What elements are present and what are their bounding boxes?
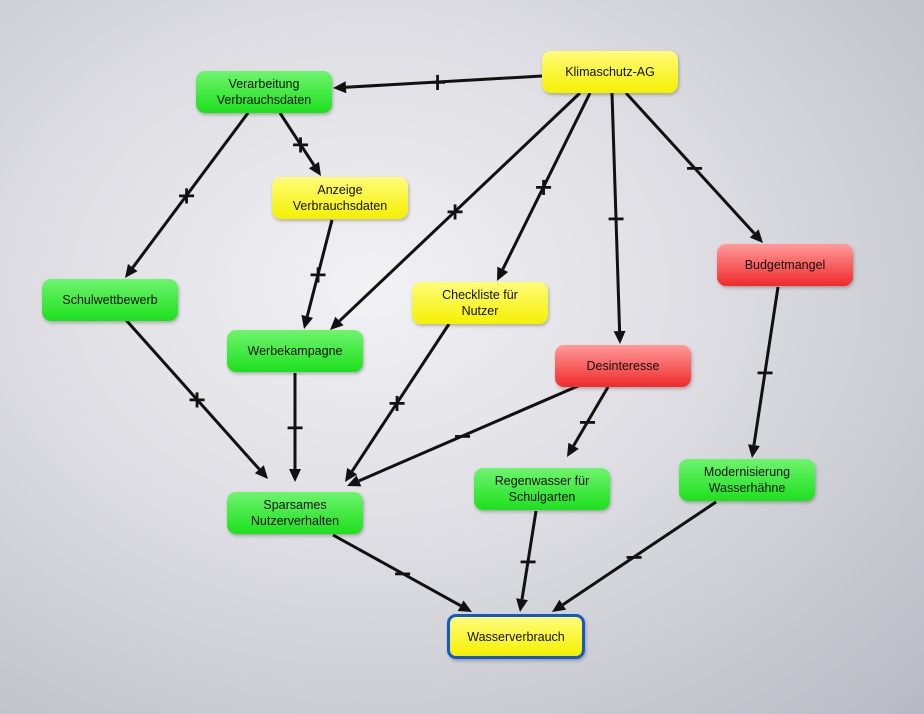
node-desinteresse[interactable]: Desinteresse (555, 345, 691, 387)
arrowhead-budgetmangel-to-modernisierung (748, 444, 760, 458)
edge-desinteresse-to-sparsames (358, 384, 579, 483)
edge-desinteresse-to-regenwasser (572, 386, 610, 447)
node-anzeige-verbrauchsdaten[interactable]: Anzeige Verbrauchsdaten (272, 177, 408, 219)
node-label: Werbekampagne (247, 344, 343, 358)
node-werbekampagne[interactable]: Werbekampagne (227, 330, 363, 372)
arrowhead-desinteresse-to-sparsames (347, 475, 362, 487)
edge-sign-anzeige-to-werbekampagne: + (308, 261, 328, 289)
edge-regenwasser-to-wasserverbrauch (520, 510, 538, 600)
node-checkliste-fuer-nutzer[interactable]: Checkliste für Nutzer (412, 282, 548, 324)
edge-klimaschutz-to-werbekampagne (338, 91, 582, 323)
edge-sign-klimaschutz-to-desinteresse: − (606, 205, 626, 233)
node-budgetmangel[interactable]: Budgetmangel (717, 244, 853, 286)
edge-klimaschutz-to-verarbeitung (345, 74, 543, 89)
edge-sign-budgetmangel-to-modernisierung: − (755, 359, 775, 387)
edge-verarbeitung-to-anzeige (278, 112, 316, 166)
edge-checkliste-to-sparsames (350, 323, 451, 472)
node-label: Modernisierung Wasserhähne (703, 465, 791, 495)
node-label: Anzeige Verbrauchsdaten (292, 183, 388, 213)
arrowhead-klimaschutz-to-checkliste (497, 266, 509, 281)
edge-sign-regenwasser-to-wasserverbrauch: − (518, 548, 538, 576)
node-label: Verarbeitung Verbrauchsdaten (216, 77, 312, 107)
edge-sign-verarbeitung-to-anzeige: + (290, 131, 310, 159)
edge-modernisierung-to-wasserverbrauch (561, 500, 717, 607)
edge-sign-werbekampagne-to-sparsames: + (285, 414, 305, 442)
edge-klimaschutz-to-budgetmangel (624, 91, 756, 235)
arrowhead-verarbeitung-to-schulwettbewerb (125, 263, 138, 278)
edge-klimaschutz-to-checkliste (501, 92, 592, 271)
node-verarbeitung-verbrauchsdaten[interactable]: Verarbeitung Verbrauchsdaten (196, 71, 332, 113)
edge-sign-klimaschutz-to-budgetmangel: − (684, 154, 704, 182)
edge-sign-modernisierung-to-wasserverbrauch: − (624, 543, 644, 571)
node-modernisierung-wasserhaehne[interactable]: Modernisierung Wasserhähne (679, 459, 815, 501)
arrowhead-anzeige-to-werbekampagne (301, 314, 314, 329)
node-label: Wasserverbrauch (467, 629, 565, 644)
edge-sign-klimaschutz-to-verarbeitung: + (427, 68, 447, 96)
arrowhead-desinteresse-to-regenwasser (567, 442, 579, 457)
edge-budgetmangel-to-modernisierung (752, 286, 780, 446)
edge-sparsames-to-wasserverbrauch (332, 533, 462, 608)
node-label: Sparsames Nutzerverhalten (250, 498, 340, 528)
arrowhead-sparsames-to-wasserverbrauch (457, 600, 472, 612)
node-klimaschutz-ag[interactable]: Klimaschutz-AG (542, 51, 678, 93)
arrowhead-verarbeitung-to-anzeige (308, 161, 321, 176)
edge-verarbeitung-to-schulwettbewerb (131, 112, 250, 269)
arrowhead-klimaschutz-to-budgetmangel (749, 229, 763, 243)
edge-sign-schulwettbewerb-to-sparsames: + (187, 386, 207, 414)
node-label: Regenwasser für Schulgarten (494, 474, 590, 504)
arrowhead-werbekampagne-to-sparsames (289, 469, 301, 482)
edge-schulwettbewerb-to-sparsames (124, 319, 261, 471)
edge-sign-verarbeitung-to-schulwettbewerb: + (176, 182, 196, 210)
edge-sign-sparsames-to-wasserverbrauch: − (392, 560, 412, 588)
arrowhead-klimaschutz-to-werbekampagne (330, 316, 344, 330)
node-label: Schulwettbewerb (62, 293, 158, 307)
node-wasserverbrauch[interactable]: Wasserverbrauch (447, 614, 585, 659)
node-label: Desinteresse (586, 359, 660, 373)
node-label: Budgetmangel (744, 258, 826, 272)
node-sparsames-nutzerverhalten[interactable]: Sparsames Nutzerverhalten (227, 492, 363, 534)
arrowhead-klimaschutz-to-desinteresse (613, 330, 626, 344)
node-label: Checkliste für Nutzer (442, 288, 518, 318)
arrowhead-modernisierung-to-wasserverbrauch (552, 599, 567, 612)
node-label: Klimaschutz-AG (565, 65, 655, 79)
edge-sign-checkliste-to-sparsames: + (387, 389, 407, 417)
node-schulwettbewerb[interactable]: Schulwettbewerb (42, 279, 178, 321)
edge-sign-klimaschutz-to-checkliste: + (533, 173, 553, 201)
edge-sign-desinteresse-to-regenwasser: − (577, 408, 597, 436)
arrowhead-schulwettbewerb-to-sparsames (254, 465, 268, 479)
edge-sign-desinteresse-to-sparsames: − (452, 422, 472, 450)
arrowhead-checkliste-to-sparsames (345, 467, 358, 482)
arrowhead-klimaschutz-to-verarbeitung (333, 81, 347, 94)
edge-sign-klimaschutz-to-werbekampagne: + (445, 198, 465, 226)
arrowhead-regenwasser-to-wasserverbrauch (516, 598, 528, 612)
node-regenwasser-fuer-schulgarten[interactable]: Regenwasser für Schulgarten (474, 468, 610, 510)
edge-klimaschutz-to-desinteresse (610, 92, 622, 332)
edge-anzeige-to-werbekampagne (305, 219, 334, 317)
